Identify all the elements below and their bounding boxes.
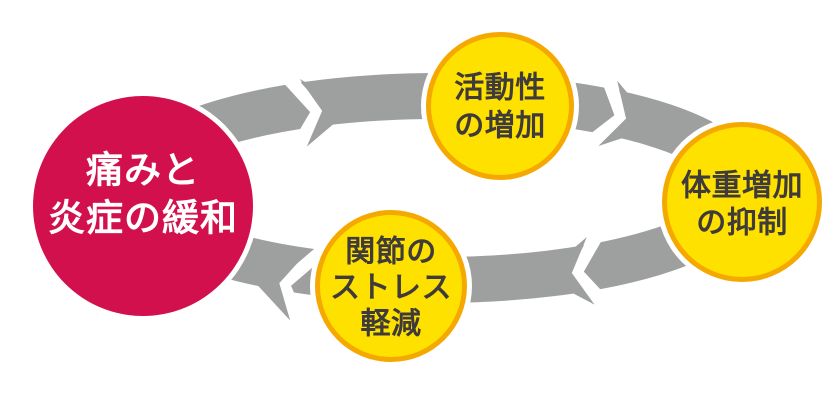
arrowhead-icon (541, 237, 595, 305)
node-joint-stress-reduction: 関節の ストレス 軽減 (310, 205, 472, 367)
node-pain-relief: 痛みと 炎症の緩和 (28, 91, 258, 321)
node-weight-gain-suppression-circle (667, 127, 817, 277)
node-joint-stress-reduction-label-line3: 軽減 (361, 308, 422, 341)
cycle-arrow-pain-to-activity (278, 68, 353, 160)
cycle-arrow-activity-to-weight (576, 66, 656, 155)
node-weight-gain-suppression: 体重増加 の抑制 (657, 117, 827, 287)
arrowhead-icon (299, 78, 353, 147)
node-weight-gain-suppression-label-line2: の抑制 (696, 207, 788, 240)
arrow-gap (576, 66, 630, 155)
cycle-arrow-weight-to-joint (541, 224, 617, 316)
node-pain-relief-label-line2: 炎症の緩和 (48, 198, 238, 239)
node-weight-gain-suppression-label-line1: 体重増加 (681, 170, 803, 203)
arrowhead-icon (598, 80, 656, 147)
node-joint-stress-reduction-label-line1: 関節の (345, 235, 437, 269)
arrow-gap (567, 224, 617, 316)
node-joint-stress-reduction-label-line2: ストレス (330, 272, 452, 305)
arrow-gap (275, 245, 328, 335)
node-activity-increase-label-line1: 活動性 (454, 72, 546, 105)
node-activity-increase-circle (431, 37, 569, 175)
cycle-arrow-joint-to-pain (249, 245, 328, 335)
node-activity-increase-label-line2: の増加 (454, 110, 546, 143)
arrowhead-icon (249, 254, 306, 321)
arrow-gap (278, 68, 327, 160)
node-activity-increase: 活動性 の増加 (421, 27, 579, 185)
node-joint-stress-reduction-circle (320, 215, 462, 357)
node-pain-relief-circle (33, 96, 253, 316)
node-pain-relief-label-line1: 痛みと (86, 150, 200, 191)
